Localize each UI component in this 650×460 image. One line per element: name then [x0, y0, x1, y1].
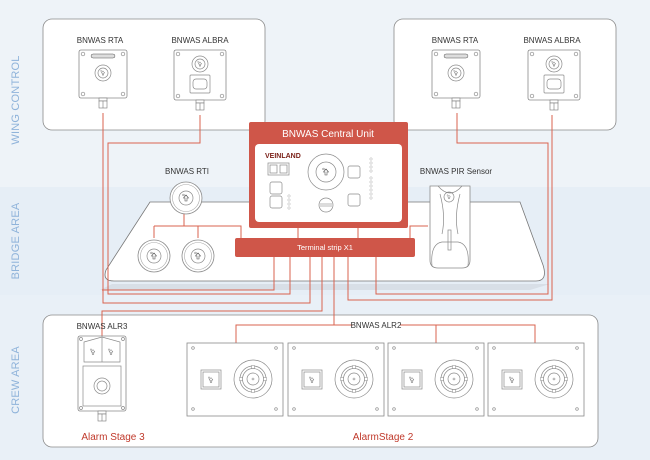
alarm-stage-3-label: Alarm Stage 3: [81, 432, 145, 443]
rti-button-main: [170, 182, 202, 214]
cu-dimmer-knob: [318, 197, 334, 213]
central-unit: BNWAS Central Unit VEINLAND: [249, 122, 408, 228]
alr3-device: [77, 335, 127, 422]
wing-left-rta-label: BNWAS RTA: [77, 36, 124, 45]
rti-button-2: [182, 240, 214, 272]
cu-button-1: [269, 181, 283, 195]
wire-rti: [102, 255, 275, 291]
wire-alr2-right: [400, 324, 536, 343]
segment-display: [267, 162, 290, 176]
wing-control-left-panel: [42, 18, 266, 131]
cu-button-3: [347, 165, 361, 179]
cu-button-4: [347, 193, 361, 207]
wire-alr2: [235, 255, 335, 343]
pir-sensor-label: BNWAS PIR Sensor: [420, 167, 493, 176]
wire-pir: [409, 225, 428, 240]
terminal-strip-label: Terminal strip X1: [297, 243, 353, 252]
wing-right-rta-label: BNWAS RTA: [432, 36, 479, 45]
rti-label: BNWAS RTI: [165, 167, 209, 176]
alr2-device-2: [287, 342, 385, 417]
alarm-stage-2-label: AlarmStage 2: [353, 432, 414, 443]
terminal-strip: Terminal strip X1: [235, 238, 415, 257]
alr2-device-4: [487, 342, 585, 417]
wire-rta-right: [375, 113, 549, 295]
cu-main-button: [307, 153, 345, 191]
wing-left-albra-device: [173, 49, 227, 111]
wire-cu-strip: [297, 226, 359, 240]
wire-rti-bus: [154, 225, 242, 240]
central-unit-title: BNWAS Central Unit: [282, 129, 374, 140]
wire-alr3: [101, 255, 323, 336]
alr3-label: BNWAS ALR3: [77, 322, 128, 331]
wire-rti-drops: [153, 226, 199, 238]
wire-rta-left: [102, 113, 311, 304]
veinland-logo: VEINLAND: [265, 153, 301, 160]
wire-albra-left: [107, 115, 291, 295]
pir-sensor-device: [429, 185, 471, 269]
console-shadow: [100, 284, 550, 290]
alr2-device-1: [186, 342, 284, 417]
wing-right-rta-device: [431, 49, 481, 109]
wing-right-albra-label: BNWAS ALBRA: [523, 36, 581, 45]
wiring: [101, 113, 553, 343]
wing-control-right-panel: [393, 18, 617, 131]
wire-albra-right: [347, 115, 553, 301]
wing-left-albra-label: BNWAS ALBRA: [171, 36, 229, 45]
cu-button-2: [269, 195, 283, 209]
alr2-device-3: [387, 342, 485, 417]
wing-right-albra-device: [527, 49, 581, 111]
rti-button-1: [138, 240, 170, 272]
wing-left-rta-device: [78, 49, 128, 109]
cu-led-column: [369, 157, 373, 200]
alr2-label: BNWAS ALR2: [351, 321, 402, 330]
